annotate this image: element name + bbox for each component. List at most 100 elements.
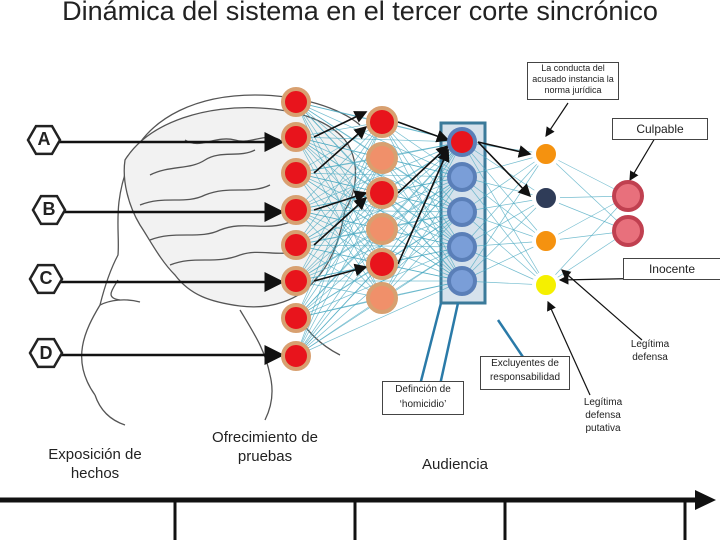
page-title: Dinámica del sistema en el tercer corte … — [62, 0, 658, 26]
connection-line-l3l4-4-1 — [461, 197, 547, 282]
connection-line-l1l2-5-2 — [295, 192, 383, 282]
connection-line-l1l3-1-0 — [295, 136, 463, 143]
connection-line-l1l3-2-1 — [295, 172, 463, 178]
callout-definicion: Definción de ‘homicidio’ — [382, 381, 464, 415]
arrow-18 — [547, 300, 591, 396]
connection-line-l1l2-3-0 — [295, 121, 383, 211]
input-hexagon-c — [28, 263, 64, 295]
connection-line-l3l4-3-0 — [461, 153, 547, 248]
input-layer-node-3 — [281, 195, 311, 225]
connection-line-l1l3-6-1 — [295, 176, 463, 319]
blue-layer-node-1 — [447, 162, 477, 192]
input-layer-node-6 — [281, 303, 311, 333]
callout-inocente: Inocente — [623, 258, 720, 280]
blue-layer-node-3 — [447, 232, 477, 262]
arrow-6 — [313, 190, 368, 211]
connection-line-l1l3-4-3 — [295, 244, 463, 248]
callout-excluyentes: Excluyentes de responsabilidad — [480, 356, 570, 390]
second-layer-node-2 — [366, 177, 398, 209]
connection-line-l1l3-3-0 — [295, 141, 463, 211]
connection-line-l1l3-3-4 — [295, 209, 463, 282]
connection-line-l2l3-0-4 — [381, 121, 463, 282]
arrow-7 — [313, 196, 368, 246]
input-hexagon-d — [28, 337, 64, 369]
input-layer-node-1 — [281, 122, 311, 152]
blue-layer-node-0 — [447, 127, 477, 157]
arrow-13 — [477, 141, 532, 198]
input-label-a: A — [37, 129, 51, 149]
connection-line-l2l3-5-1 — [381, 176, 463, 299]
input-hexagon-a — [26, 124, 62, 156]
input-layer-node-7 — [281, 341, 311, 371]
input-layer-node-5 — [281, 266, 311, 296]
arrow-4 — [313, 111, 368, 138]
connection-line-l1l3-1-2 — [295, 136, 463, 213]
nodes — [281, 87, 644, 371]
arrow-5 — [313, 125, 368, 174]
input-label-c: C — [39, 268, 53, 288]
connection-line-l2l3-5-2 — [381, 211, 463, 299]
blue-layer-node-2 — [447, 197, 477, 227]
connection-line-l1l2-6-2 — [295, 192, 383, 319]
arrow-15 — [629, 137, 656, 182]
connection-line-l1l2-4-0 — [295, 121, 383, 246]
connection-line-l3l4-0-2 — [461, 141, 547, 242]
connection-line-l3l4-1-2 — [461, 176, 547, 242]
output-layer-node-3 — [532, 271, 560, 299]
second-layer-node-0 — [366, 106, 398, 138]
arrow-14 — [545, 102, 569, 137]
output-layer-node-1 — [532, 184, 560, 212]
second-layer-node-4 — [366, 248, 398, 280]
arrows — [50, 102, 661, 396]
arrow-8 — [313, 263, 368, 282]
second-layer-node-3 — [366, 213, 398, 245]
input-layer-node-4 — [281, 230, 311, 260]
input-hexagons — [26, 124, 67, 369]
input-layer-node-0 — [281, 87, 311, 117]
connection-line-l4l5-3-0 — [545, 195, 629, 286]
connection-line-l1l3-2-3 — [295, 172, 463, 248]
connection-line-l1l3-7-4 — [295, 280, 463, 357]
timeline — [0, 490, 716, 540]
connection-line-l3l4-3-1 — [461, 197, 547, 248]
connection-line-l1l3-1-4 — [295, 136, 463, 282]
second-layer-node-5 — [366, 282, 398, 314]
connection-line-l1l2-1-4 — [295, 136, 383, 265]
connection-line-l3l4-2-3 — [461, 211, 547, 286]
connection-line-l1l3-5-2 — [295, 211, 463, 282]
arrow-12 — [477, 141, 532, 158]
input-hexagon-b — [31, 194, 67, 226]
connection-line-l3l4-3-3 — [461, 246, 547, 286]
input-label-d: D — [39, 343, 53, 363]
connection-line-l4l5-0-1 — [545, 153, 629, 232]
arrow-17 — [561, 269, 643, 341]
connection-line-l1l2-7-3 — [295, 228, 383, 357]
input-label-b: B — [42, 199, 56, 219]
callout-conducta: La conducta del acusado instancia la nor… — [527, 62, 619, 100]
callout-culpable: Culpable — [612, 118, 708, 140]
arrow-9 — [397, 121, 450, 143]
connection-line-l3l4-0-3 — [461, 141, 547, 286]
verdict-layer-node-1 — [612, 215, 644, 247]
connection-line-l1l2-1-5 — [295, 136, 383, 299]
label-legitima-defensa: Legítima defensa — [630, 339, 670, 363]
timeline-label-audiencia: Audiencia — [422, 456, 488, 473]
connection-line-l3l4-4-2 — [461, 240, 547, 282]
input-layer-node-2 — [281, 158, 311, 188]
verdict-layer-node-0 — [612, 180, 644, 212]
connection-line-l3l4-4-0 — [461, 153, 547, 282]
blue-layer-node-4 — [447, 266, 477, 296]
output-layer-node-0 — [532, 140, 560, 168]
timeline-label-ofrecimiento: Ofrecimiento de pruebas — [212, 429, 318, 465]
connection-line-l3l4-1-3 — [461, 176, 547, 286]
label-legitima-defensa-putativa: Legítima defensa putativa — [583, 397, 623, 434]
connection-line-l1l2-2-5 — [295, 172, 383, 299]
bracket-lines — [418, 302, 527, 386]
output-layer-node-2 — [532, 227, 560, 255]
arrow-11 — [397, 148, 450, 265]
second-layer-node-1 — [366, 142, 398, 174]
timeline-label-exposicion: Exposición de hechos — [48, 446, 142, 482]
connection-line-l3l4-2-0 — [461, 153, 547, 213]
